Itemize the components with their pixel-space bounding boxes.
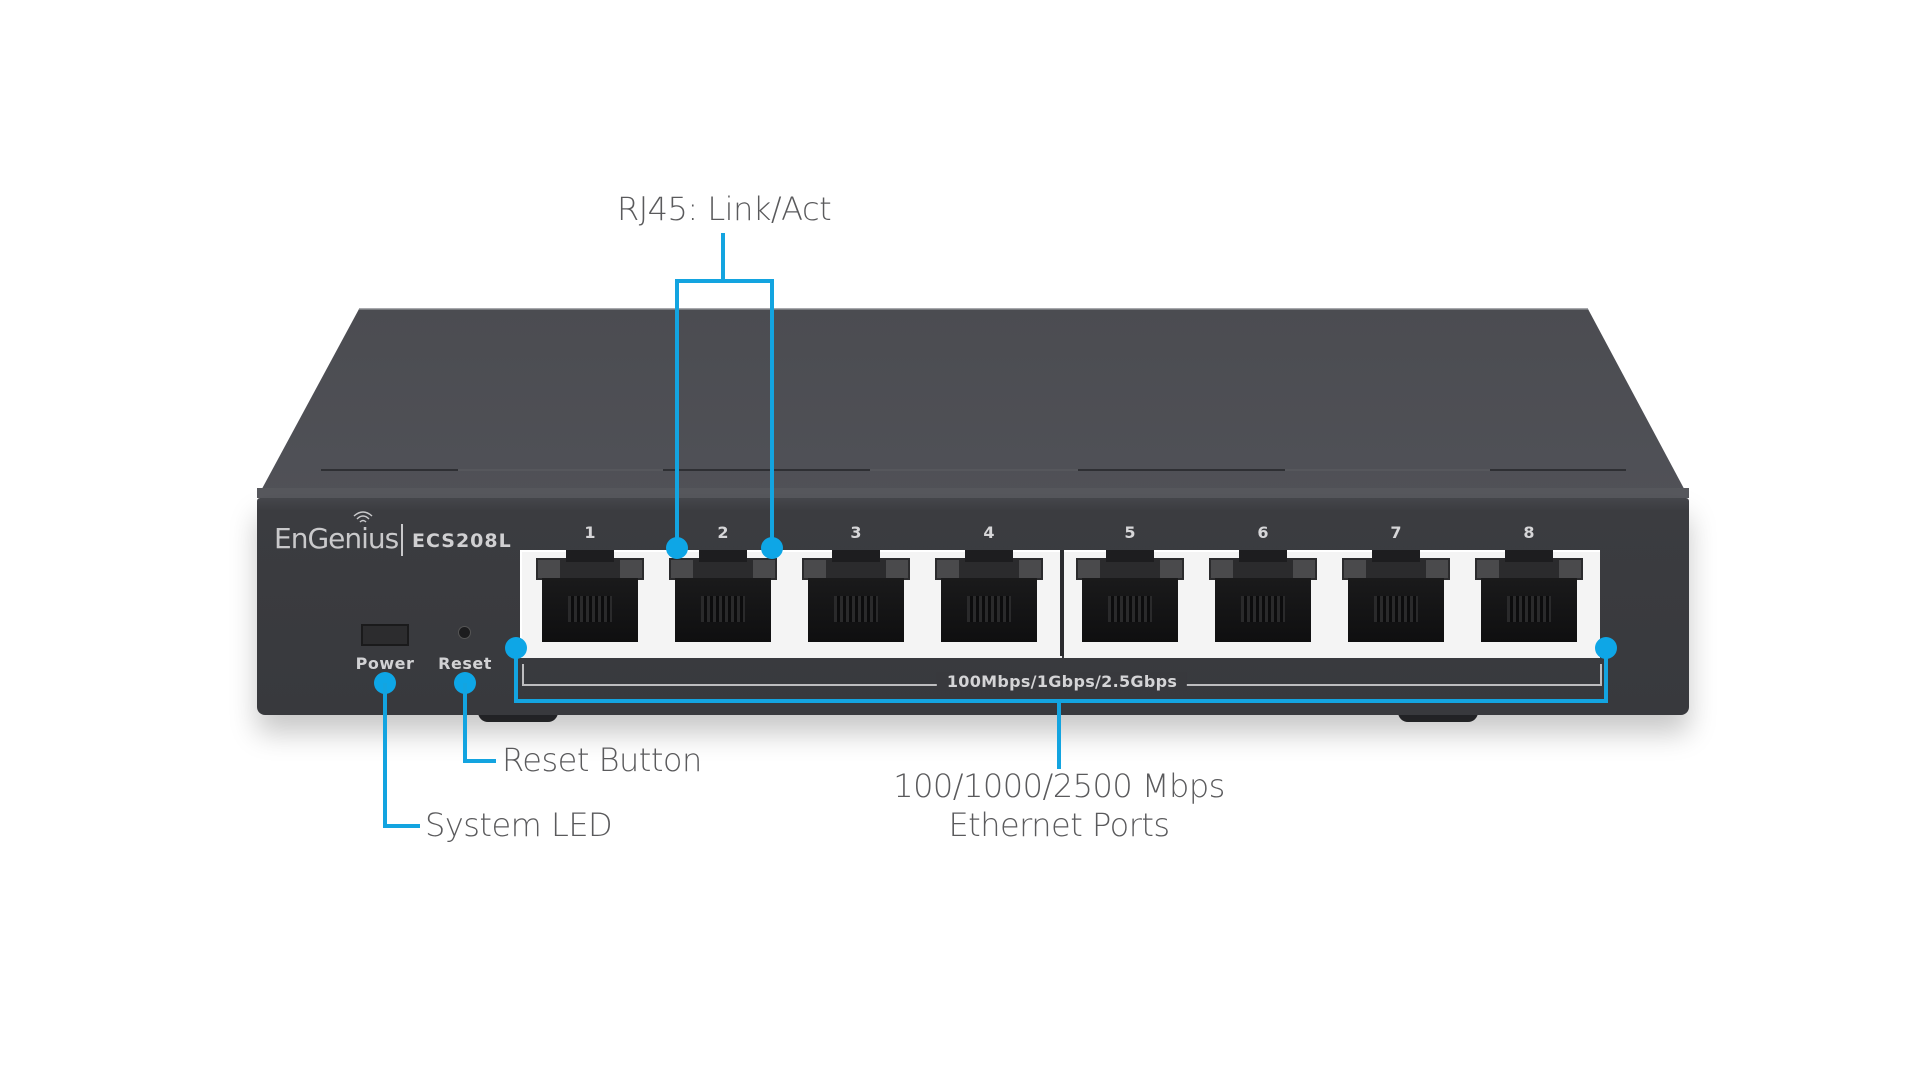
link-led-icon bbox=[804, 560, 826, 578]
ethernet-port-1[interactable] bbox=[530, 550, 650, 644]
callout-line bbox=[514, 648, 518, 703]
ethernet-port-4[interactable] bbox=[929, 550, 1049, 644]
port-number: 3 bbox=[850, 523, 862, 542]
callout-line bbox=[1604, 648, 1608, 703]
act-led-icon bbox=[1019, 560, 1041, 578]
act-led-icon bbox=[1559, 560, 1581, 578]
speed-label: 100Mbps/1Gbps/2.5Gbps bbox=[936, 672, 1188, 691]
brand-name: EnGenius bbox=[274, 522, 399, 555]
link-led-icon bbox=[1211, 560, 1233, 578]
ethernet-port-6[interactable] bbox=[1203, 550, 1323, 644]
vent-slot bbox=[1490, 469, 1626, 471]
port-number: 6 bbox=[1257, 523, 1269, 542]
wifi-icon bbox=[353, 511, 373, 523]
brand-logo: EnGenius bbox=[274, 511, 399, 555]
rubber-foot bbox=[1398, 712, 1478, 722]
power-label: Power bbox=[355, 654, 415, 673]
callout-line bbox=[463, 759, 496, 763]
callout-line bbox=[721, 233, 725, 281]
act-led-icon bbox=[1426, 560, 1448, 578]
callout-line bbox=[675, 279, 774, 283]
system-led bbox=[361, 624, 409, 646]
brand-separator bbox=[401, 524, 403, 556]
callout-line bbox=[514, 699, 1608, 703]
act-led-icon bbox=[620, 560, 642, 578]
act-led-icon bbox=[1160, 560, 1182, 578]
vent-slot bbox=[870, 469, 1078, 471]
ethernet-port-8[interactable] bbox=[1469, 550, 1589, 644]
callout-line bbox=[463, 683, 467, 763]
port-number: 7 bbox=[1390, 523, 1402, 542]
vent-slot bbox=[321, 469, 458, 471]
speed-bracket: 100Mbps/1Gbps/2.5Gbps bbox=[522, 664, 1602, 691]
act-led-icon bbox=[886, 560, 908, 578]
callout-line bbox=[383, 824, 420, 828]
callout-reset-button: Reset Button bbox=[502, 741, 702, 779]
link-led-icon bbox=[1078, 560, 1100, 578]
rubber-foot bbox=[478, 712, 558, 722]
callout-ethernet-ports: Ethernet Ports bbox=[948, 806, 1170, 844]
callout-ethernet-speed: 100/1000/2500 Mbps bbox=[893, 767, 1225, 805]
ethernet-port-3[interactable] bbox=[796, 550, 916, 644]
link-led-icon bbox=[538, 560, 560, 578]
vent-slot bbox=[1078, 469, 1285, 471]
callout-dot-ports-right bbox=[1595, 637, 1617, 659]
ethernet-port-2[interactable] bbox=[663, 550, 783, 644]
port-number: 2 bbox=[717, 523, 729, 542]
callout-line bbox=[770, 279, 774, 549]
port-number: 5 bbox=[1124, 523, 1136, 542]
callout-system-led: System LED bbox=[425, 806, 613, 844]
callout-dot-link-led bbox=[666, 537, 688, 559]
callout-rj45-link-act: RJ45: Link/Act bbox=[617, 190, 832, 228]
vent-slot bbox=[663, 469, 870, 471]
link-led-icon bbox=[937, 560, 959, 578]
vent-slot bbox=[1285, 469, 1490, 471]
act-led-icon bbox=[753, 560, 775, 578]
callout-dot-ports-left bbox=[505, 637, 527, 659]
act-led-icon bbox=[1293, 560, 1315, 578]
callout-line bbox=[1057, 699, 1061, 769]
callout-dot-act-led bbox=[761, 537, 783, 559]
link-led-icon bbox=[671, 560, 693, 578]
callout-line bbox=[383, 683, 387, 828]
callout-line bbox=[675, 279, 679, 549]
port-number: 4 bbox=[983, 523, 995, 542]
vent-slot bbox=[458, 469, 663, 471]
port-group-divider bbox=[1060, 550, 1064, 656]
link-led-icon bbox=[1344, 560, 1366, 578]
link-led-icon bbox=[1477, 560, 1499, 578]
port-number: 1 bbox=[584, 523, 596, 542]
ethernet-port-7[interactable] bbox=[1336, 550, 1456, 644]
reset-button[interactable] bbox=[459, 627, 470, 638]
reset-label: Reset bbox=[438, 654, 492, 673]
ethernet-port-5[interactable] bbox=[1070, 550, 1190, 644]
port-number: 8 bbox=[1523, 523, 1535, 542]
model-name: ECS208L bbox=[412, 530, 512, 552]
